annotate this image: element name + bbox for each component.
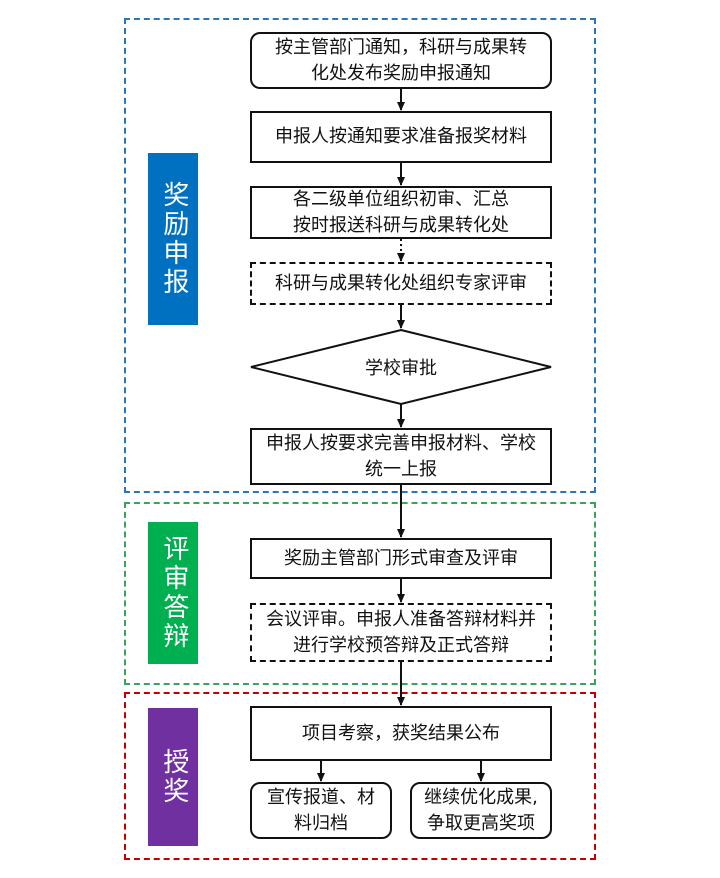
step-defense-text: 会议评审。申报人准备答辩材料并 进行学校预答辩及正式答辩 bbox=[266, 609, 536, 656]
step-formal-review: 奖励主管部门形式审查及评审 bbox=[250, 538, 552, 579]
section-review-label: 评审答辩 bbox=[148, 522, 198, 664]
step-publicity: 宣传报道、材 料归档 bbox=[250, 782, 392, 839]
step-school-approval: 学校审批 bbox=[301, 347, 501, 387]
step-expert-review: 科研与成果转化处组织专家评审 bbox=[250, 262, 552, 305]
step-unit-review: 各二级单位组织初审、汇总 按时报送科研与成果转化处 bbox=[250, 186, 552, 239]
step-notice: 按主管部门通知，科研与成果转 化处发布奖励申报通知 bbox=[250, 32, 552, 89]
step-optimize: 继续优化成果, 争取更高奖项 bbox=[410, 782, 552, 839]
step-refine-submit: 申报人按要求完善申报材料、学校 统一上报 bbox=[250, 428, 552, 485]
step-formal-review-text: 奖励主管部门形式审查及评审 bbox=[284, 547, 518, 569]
step-announce: 项目考察，获奖结果公布 bbox=[250, 706, 552, 761]
step-expert-review-text: 科研与成果转化处组织专家评审 bbox=[275, 272, 527, 294]
section-apply-frame bbox=[124, 18, 596, 493]
step-prepare-materials: 申报人按通知要求准备报奖材料 bbox=[250, 111, 552, 163]
step-school-approval-text: 学校审批 bbox=[365, 358, 437, 379]
section-award-frame bbox=[124, 692, 596, 860]
step-optimize-text: 继续优化成果, 争取更高奖项 bbox=[424, 787, 538, 834]
step-refine-submit-text: 申报人按要求完善申报材料、学校 统一上报 bbox=[266, 433, 536, 480]
section-apply-label: 奖励申报 bbox=[148, 153, 198, 325]
step-publicity-text: 宣传报道、材 料归档 bbox=[267, 787, 375, 834]
step-unit-review-text: 各二级单位组织初审、汇总 按时报送科研与成果转化处 bbox=[293, 189, 509, 236]
step-prepare-materials-text: 申报人按通知要求准备报奖材料 bbox=[275, 126, 527, 148]
step-notice-text: 按主管部门通知，科研与成果转 化处发布奖励申报通知 bbox=[275, 37, 527, 84]
step-announce-text: 项目考察，获奖结果公布 bbox=[302, 722, 500, 744]
section-award-label: 授奖 bbox=[148, 708, 198, 846]
section-review-frame bbox=[124, 502, 596, 685]
step-defense: 会议评审。申报人准备答辩材料并 进行学校预答辩及正式答辩 bbox=[250, 603, 552, 662]
